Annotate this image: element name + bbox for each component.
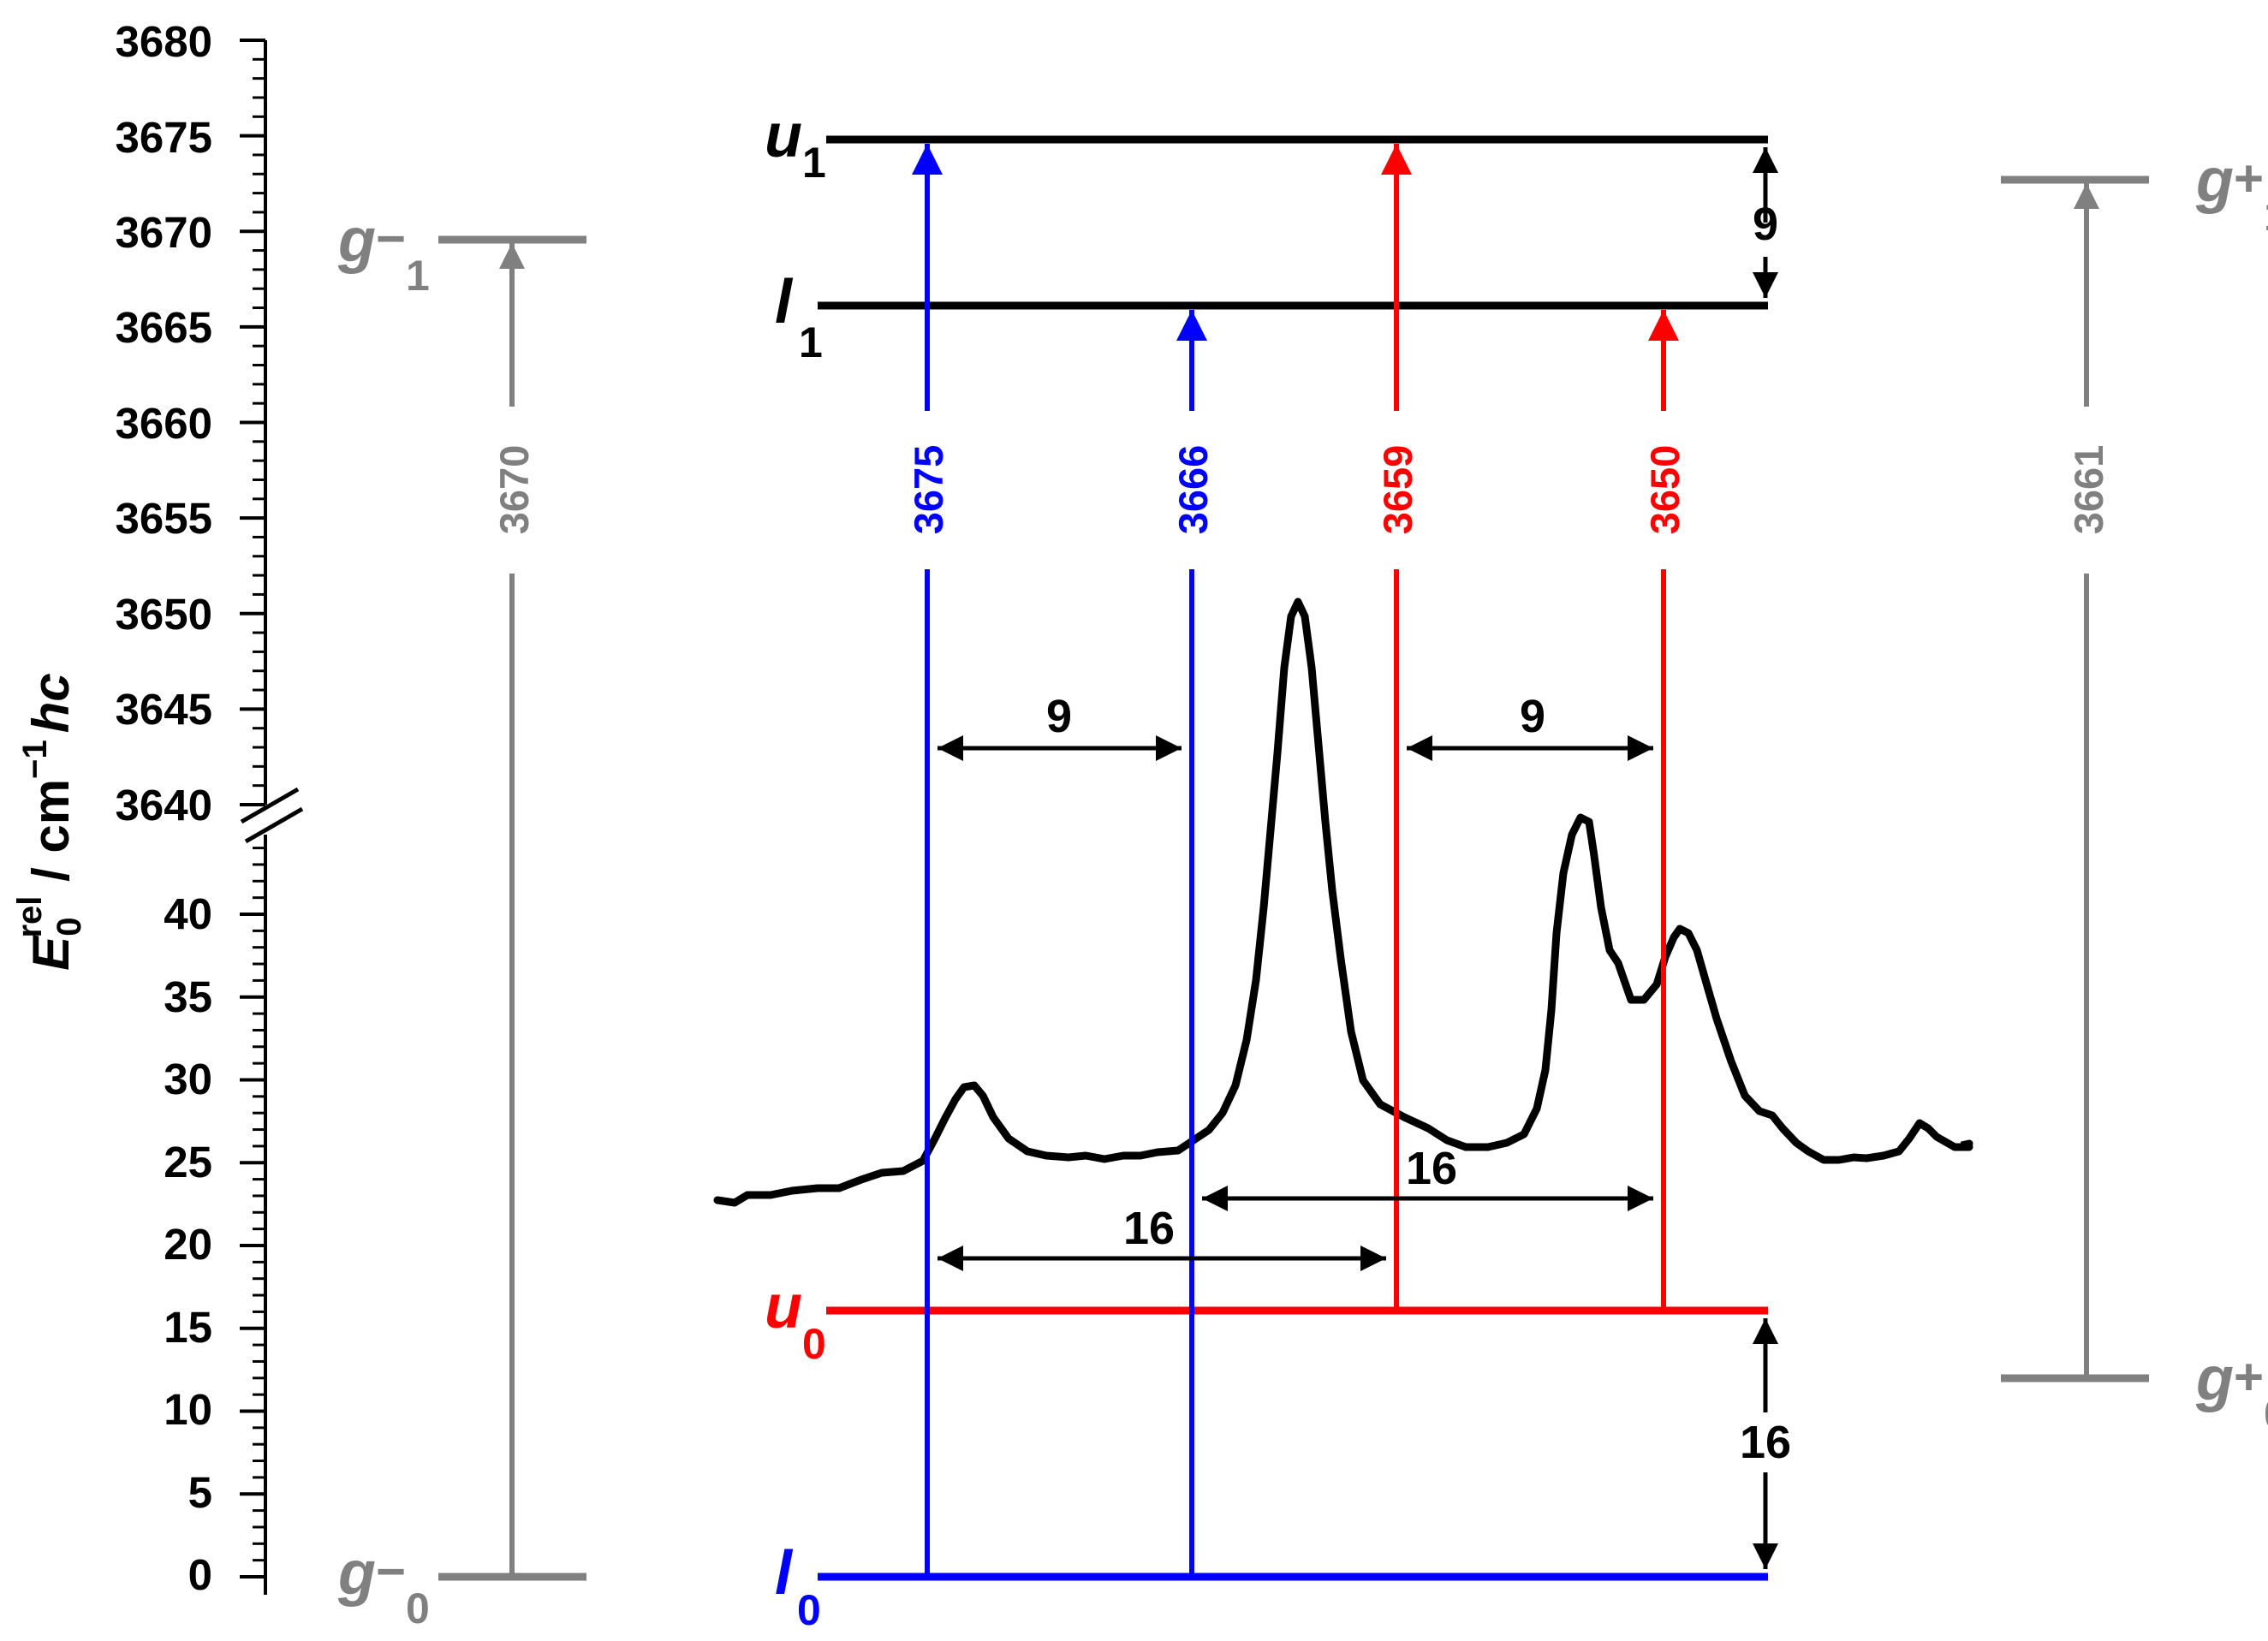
- y-axis-title-symbol: E: [22, 935, 80, 971]
- sep-16b-label: 16: [1123, 1203, 1175, 1254]
- y-axis-title-unit-sup: −1: [16, 740, 54, 779]
- y-axis: 3680 3675 3670 3665 3660 3655 3650 3645 …: [11, 17, 305, 1599]
- transition-label-3670: 3670: [491, 445, 537, 535]
- y-axis-title-sup: rel: [11, 896, 49, 938]
- y-tick-label: 3665: [116, 303, 212, 352]
- sep-lambda0-label: 16: [1740, 1417, 1791, 1468]
- spectrum-trace-clean: [713, 598, 1973, 1207]
- sep-16a-label: 16: [1406, 1143, 1457, 1194]
- transition-label-3659: 3659: [1375, 445, 1420, 535]
- y-tick-label: 3675: [116, 113, 212, 162]
- y-tick-label: 40: [164, 889, 212, 938]
- y-tick-label: 5: [188, 1468, 212, 1517]
- y-axis-title-unit: / cm: [22, 779, 80, 896]
- label-l1: l1: [775, 268, 823, 366]
- y-axis-title-tail: hc: [22, 673, 80, 733]
- y-axis-upper-ticks: [240, 39, 265, 806]
- y-tick-label: 20: [164, 1220, 212, 1269]
- axis-break-marks: [239, 787, 305, 844]
- label-g-plus-0: g+0: [2195, 1345, 2268, 1438]
- y-tick-label: 3640: [116, 781, 212, 829]
- y-tick-label: 3645: [116, 685, 212, 734]
- transition-label-3650: 3650: [1642, 445, 1688, 535]
- sep-9a-label: 9: [1046, 691, 1072, 742]
- transition-label-3666: 3666: [1170, 445, 1216, 535]
- label-g-plus-1: g+1: [2195, 146, 2268, 240]
- y-axis-title: E0rel / cm−1 hc: [11, 673, 88, 971]
- y-tick-label: 3650: [116, 590, 212, 639]
- y-tick-label: 3655: [116, 494, 212, 543]
- label-l0: l0: [775, 1539, 821, 1634]
- label-u0: u0: [765, 1273, 826, 1368]
- y-tick-label: 3660: [116, 399, 212, 448]
- label-u1: u1: [765, 102, 826, 187]
- y-axis-upper-tick-labels: 3680 3675 3670 3665 3660 3655 3650 3645 …: [116, 17, 212, 829]
- y-tick-label: 35: [164, 972, 212, 1021]
- y-tick-label: 30: [164, 1055, 212, 1103]
- y-tick-label: 3680: [116, 17, 212, 66]
- y-axis-title-sub: 0: [51, 918, 88, 936]
- transition-label-3661: 3661: [2066, 445, 2111, 535]
- y-tick-label: 0: [188, 1550, 212, 1599]
- y-tick-label: 15: [164, 1303, 212, 1352]
- y-tick-label: 25: [164, 1138, 212, 1186]
- y-axis-lower-tick-labels: 40 35 30 25 20 15 10 5 0: [164, 889, 212, 1599]
- label-g-minus-1: g−1: [337, 206, 430, 300]
- y-tick-label: 3670: [116, 208, 212, 257]
- label-g-minus-0: g−0: [337, 1539, 430, 1632]
- sep-lambda1-label: 9: [1753, 199, 1778, 250]
- transition-label-3675: 3675: [906, 445, 951, 535]
- y-axis-lower-ticks: [240, 847, 265, 1579]
- sep-9b-label: 9: [1520, 691, 1545, 742]
- y-tick-label: 10: [164, 1385, 212, 1434]
